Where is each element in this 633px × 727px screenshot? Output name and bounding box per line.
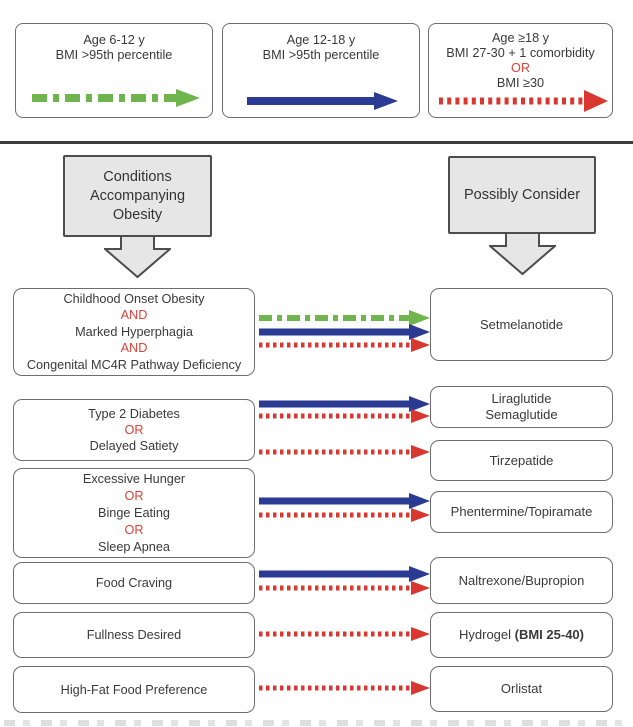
agegroup-line: BMI 27-30 + 1 comorbidity xyxy=(446,46,595,60)
agegroup-line: BMI ≥30 xyxy=(496,76,545,90)
or-label: OR xyxy=(124,488,144,503)
blue-solid-arrow-icon xyxy=(259,396,430,412)
condition-line: Excessive Hunger xyxy=(82,471,186,486)
condition-line: High-Fat Food Preference xyxy=(60,682,208,697)
agegroup-line: BMI >95th percentile xyxy=(262,48,380,62)
conditions-header-box: Conditions Accompanying Obesity xyxy=(63,155,212,237)
down-block-arrow-icon xyxy=(489,233,556,276)
medication-box-phentermine-topiramate: Phentermine/Topiramate xyxy=(430,491,613,533)
condition-box-craving: Food Craving xyxy=(13,562,255,604)
agegroup-line: Age 6-12 y xyxy=(83,33,145,47)
condition-line: Childhood Onset Obesity xyxy=(63,291,205,306)
or-label: OR xyxy=(124,423,144,437)
medication-box-setmelanotide: Setmelanotide xyxy=(430,288,613,361)
agegroup-line: Age 12-18 y xyxy=(286,33,356,47)
condition-box-highfat: High-Fat Food Preference xyxy=(13,666,255,713)
red-dotted-arrow-icon xyxy=(259,409,430,423)
medication-box-liraglutide-semaglutide: Liraglutide Semaglutide xyxy=(430,386,613,428)
condition-line: Delayed Satiety xyxy=(89,439,179,453)
condition-line: Food Craving xyxy=(95,576,173,590)
medication-label: Liraglutide xyxy=(491,391,552,406)
condition-box-mc4r: Childhood Onset Obesity AND Marked Hyper… xyxy=(13,288,255,376)
condition-line: Type 2 Diabetes xyxy=(88,407,180,421)
red-dotted-arrow-icon xyxy=(259,581,430,595)
agegroup-line: Age ≥18 y xyxy=(491,31,550,45)
cropped-caption-remnant xyxy=(4,720,629,726)
red-dotted-arrow-icon xyxy=(259,338,430,352)
red-dotted-arrow-icon xyxy=(259,681,430,695)
medication-label: Tirzepatide xyxy=(489,452,554,468)
medication-box-hydrogel: Hydrogel (BMI 25-40) xyxy=(430,612,613,658)
and-label: AND xyxy=(120,341,148,356)
possibly-consider-header-box: Possibly Consider xyxy=(448,156,596,234)
red-dotted-arrow-icon xyxy=(259,445,430,459)
agegroup-line: BMI >95th percentile xyxy=(55,48,173,62)
green-dashdot-arrow-icon xyxy=(259,310,430,326)
or-label: OR xyxy=(124,522,144,537)
down-block-arrow-icon xyxy=(104,236,171,279)
medication-box-naltrexone-bupropion: Naltrexone/Bupropion xyxy=(430,557,613,604)
condition-line: Fullness Desired xyxy=(86,628,182,642)
condition-line: Binge Eating xyxy=(98,505,170,520)
medication-label: Phentermine/Topiramate xyxy=(450,504,593,519)
condition-line: Marked Hyperphagia xyxy=(75,324,193,339)
header-line: Obesity xyxy=(112,206,163,223)
red-dotted-arrow-icon xyxy=(259,508,430,522)
medication-label: Semaglutide xyxy=(485,407,558,422)
or-label: OR xyxy=(510,61,531,75)
blue-solid-arrow-icon xyxy=(247,92,398,110)
medication-label: Orlistat xyxy=(500,681,543,696)
medication-bmi-range: (BMI 25-40) xyxy=(514,627,584,642)
blue-solid-arrow-icon xyxy=(259,493,430,509)
blue-solid-arrow-icon xyxy=(259,566,430,582)
header-line: Accompanying xyxy=(89,187,186,204)
section-divider xyxy=(0,141,633,144)
green-dashdot-arrow-icon xyxy=(32,89,200,107)
medication-box-orlistat: Orlistat xyxy=(430,666,613,712)
condition-line: Sleep Apnea xyxy=(98,539,170,554)
medication-box-tirzepatide: Tirzepatide xyxy=(430,440,613,481)
agegroup-box-6-12: Age 6-12 y BMI >95th percentile xyxy=(15,23,213,118)
header-line: Possibly Consider xyxy=(463,186,581,203)
condition-box-hunger: Excessive Hunger OR Binge Eating OR Slee… xyxy=(13,468,255,558)
medication-label: Naltrexone/Bupropion xyxy=(458,572,585,588)
red-dotted-arrow-icon xyxy=(259,627,430,641)
blue-solid-arrow-icon xyxy=(259,324,430,340)
red-dotted-arrow-icon xyxy=(439,90,608,112)
header-line: Conditions xyxy=(103,168,172,185)
medication-label: Hydrogel xyxy=(459,627,515,642)
condition-line: Congenital MC4R Pathway Deficiency xyxy=(26,357,242,372)
condition-box-fullness: Fullness Desired xyxy=(13,612,255,658)
condition-box-diabetes: Type 2 Diabetes OR Delayed Satiety xyxy=(13,399,255,461)
medication-label: Setmelanotide xyxy=(479,316,564,332)
and-label: AND xyxy=(120,308,148,323)
